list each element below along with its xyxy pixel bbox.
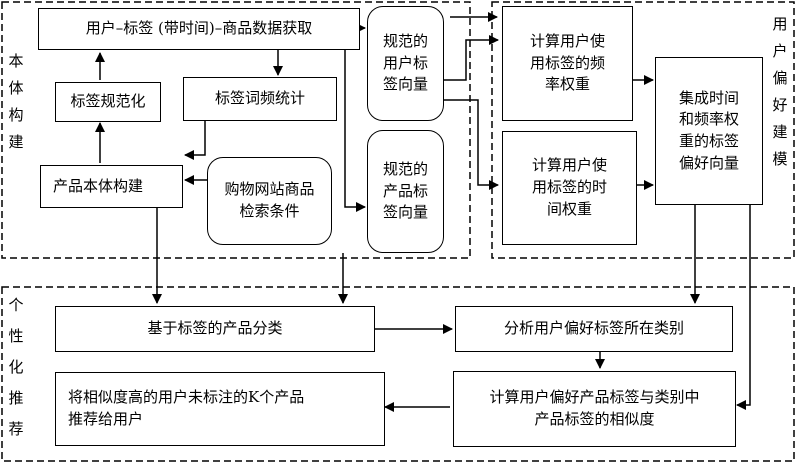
product-ontology-box: 产品本体构建	[40, 165, 183, 208]
user-tag-vector-box: 规范的 用户标 签向量	[367, 6, 444, 121]
preference-vector-box: 集成时间 和频率权 重的标签 偏好向量	[655, 57, 763, 205]
time-weight-box: 计算用户使 用标签的时 间权重	[502, 131, 637, 245]
section-label-char: 性	[8, 327, 24, 345]
ontology-section-label: 本体构建	[4, 54, 28, 150]
similarity-box: 计算用户偏好产品标签与类别中 产品标签的相似度	[453, 371, 736, 447]
section-label-char: 建	[8, 133, 24, 151]
section-label-char: 户	[772, 42, 788, 60]
analyze-category-box: 分析用户偏好标签所在类别	[455, 306, 733, 352]
acquire-data-box: 用户–标签 (带时间)–商品数据获取	[38, 8, 360, 50]
section-label-char: 荐	[8, 420, 24, 438]
section-label-char: 建	[772, 123, 788, 141]
section-label-char: 本	[8, 52, 24, 70]
section-label-char: 好	[772, 96, 788, 114]
arrows	[95, 12, 751, 412]
search-conditions-box: 购物网站商品 检索条件	[207, 157, 332, 245]
product-tag-vector-box: 规范的 产品标 签向量	[367, 130, 444, 253]
tag-frequency-box: 标签词频统计	[183, 77, 337, 121]
section-label-char: 偏	[772, 69, 788, 87]
recommend-box: 将相似度高的用户未标注的K个产品 推荐给用户	[55, 372, 385, 446]
section-label-char: 模	[772, 150, 788, 168]
section-label-char: 体	[8, 79, 24, 97]
recommend-section-label: 个性化推荐	[4, 298, 28, 437]
preference-section-label: 用户偏好建模	[768, 17, 792, 167]
section-label-char: 推	[8, 389, 24, 407]
frequency-weight-box: 计算用户使 用标签的频 率权重	[502, 6, 633, 121]
section-label-char: 个	[8, 296, 24, 314]
tag-classify-box: 基于标签的产品分类	[55, 306, 375, 352]
normalize-tags-box: 标签规范化	[55, 82, 161, 122]
section-label-char: 构	[8, 106, 24, 124]
section-label-char: 用	[772, 15, 788, 33]
section-label-char: 化	[8, 358, 24, 376]
